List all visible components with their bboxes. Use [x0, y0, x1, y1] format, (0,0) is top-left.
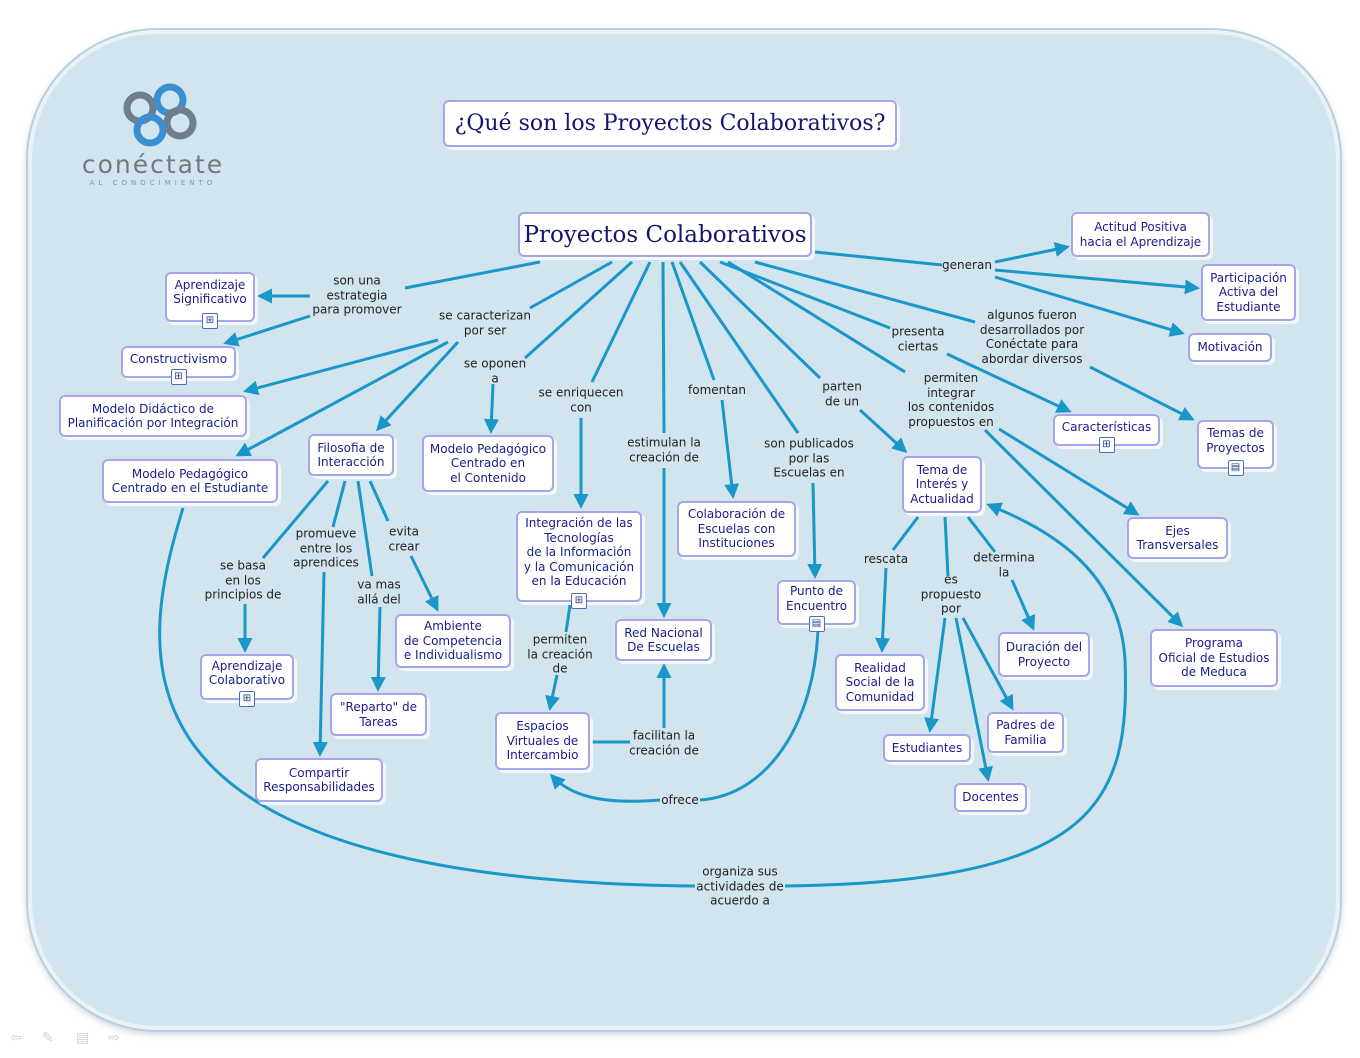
node-aprendizaje-significativo[interactable]: Aprendizaje Significativo⊞	[165, 272, 255, 329]
root-node[interactable]: Proyectos Colaborativos	[518, 212, 812, 257]
link-label: son una estrategia para promover	[312, 273, 402, 317]
back-icon[interactable]: ⇦	[10, 1030, 22, 1046]
link-label: facilitan la creación de	[629, 728, 699, 758]
node-ejes[interactable]: Ejes Transversales	[1127, 517, 1228, 559]
node-red-nacional[interactable]: Red Nacional De Escuelas	[615, 619, 712, 661]
node-caracteristicas[interactable]: Características⊞	[1053, 414, 1160, 453]
node-estudiantes[interactable]: Estudiantes	[883, 734, 971, 762]
link-label: es propuesto por	[920, 572, 982, 616]
logo-name: conéctate	[81, 150, 225, 179]
logo: conéctate AL CONOCIMIENTO	[78, 78, 228, 188]
link-label: fomentan	[688, 382, 746, 397]
concept-map-icon[interactable]: ⊞	[239, 691, 255, 707]
node-docentes[interactable]: Docentes	[954, 783, 1027, 812]
node-modelo-contenido[interactable]: Modelo Pedagógico Centrado en el Conteni…	[422, 435, 554, 492]
concept-map-icon[interactable]: ⊞	[1098, 437, 1115, 453]
logo-icon	[123, 83, 197, 147]
pen-icon[interactable]: ✎	[42, 1030, 54, 1046]
node-modelo-didactico[interactable]: Modelo Didáctico de Planificación por In…	[59, 395, 247, 437]
node-modelo-estudiante[interactable]: Modelo Pedagógico Centrado en el Estudia…	[102, 459, 278, 503]
concept-map-icon[interactable]: ⊞	[202, 313, 218, 329]
link-label: estimulan la creación de	[627, 435, 701, 465]
node-ambiente[interactable]: Ambiente de Competencia e Individualismo	[395, 614, 511, 668]
link-label: organiza sus actividades de acuerdo a	[696, 864, 784, 908]
node-actitud[interactable]: Actitud Positiva hacia el Aprendizaje	[1071, 212, 1210, 257]
node-padres[interactable]: Padres de Familia	[987, 712, 1064, 753]
node-reparto[interactable]: "Reparto" de Tareas	[330, 693, 427, 736]
node-espacios[interactable]: Espacios Virtuales de Intercambio	[495, 712, 590, 770]
node-motivacion[interactable]: Motivación	[1188, 333, 1272, 362]
concept-map-icon[interactable]: ⊞	[170, 369, 187, 385]
node-colaboracion[interactable]: Colaboración de Escuelas con Institucion…	[677, 501, 796, 557]
menu-icon[interactable]: ▤	[76, 1030, 90, 1046]
link-label: algunos fueron desarrollados por Conécta…	[979, 308, 1085, 366]
page-title: ¿Qué son los Proyectos Colaborativos?	[443, 100, 897, 147]
document-icon[interactable]: ▤	[1227, 460, 1244, 476]
node-programa[interactable]: Programa Oficial de Estudios de Meduca	[1150, 629, 1278, 687]
node-realidad[interactable]: Realidad Social de la Comunidad	[835, 654, 925, 711]
link-label: presenta ciertas	[891, 324, 945, 354]
node-temas-proyectos[interactable]: Temas de Proyectos▤	[1197, 420, 1274, 476]
link-label: se caracterizan por ser	[439, 308, 531, 338]
node-integracion[interactable]: Integración de las Tecnologías de la Inf…	[516, 511, 642, 609]
link-label: permiten integrar los contenidos propues…	[907, 371, 995, 429]
link-label: promueve entre los aprendices	[293, 526, 359, 570]
link-label: generan	[942, 257, 992, 272]
link-label: se basa en los principios de	[204, 558, 282, 602]
logo-tagline: AL CONOCIMIENTO	[89, 179, 217, 187]
document-icon[interactable]: ▤	[808, 616, 825, 632]
link-label: son publicados por las Escuelas en	[764, 436, 854, 480]
link-label: se oponen a	[463, 356, 527, 386]
link-label: permiten la creación de	[527, 632, 593, 676]
node-constructivismo[interactable]: Constructivismo⊞	[121, 346, 236, 385]
concept-map-icon[interactable]: ⊞	[571, 593, 587, 609]
forward-icon[interactable]: ⇨	[108, 1030, 120, 1046]
node-punto-encuentro[interactable]: Punto de Encuentro▤	[777, 580, 856, 632]
node-compartir[interactable]: Compartir Responsabilidades	[255, 758, 383, 802]
link-label: rescata	[863, 551, 909, 566]
link-label: ofrece	[661, 792, 699, 807]
link-label: evita crear	[388, 524, 420, 554]
node-aprendizaje-colaborativo[interactable]: Aprendizaje Colaborativo⊞	[200, 654, 294, 707]
link-label: va mas allá del	[357, 577, 401, 607]
node-duracion[interactable]: Duración del Proyecto	[998, 632, 1090, 677]
node-participacion[interactable]: Participación Activa del Estudiante	[1201, 264, 1296, 321]
node-tema-interes[interactable]: Tema de Interés y Actualidad	[902, 456, 982, 513]
node-filosofia[interactable]: Filosofia de Interacción	[308, 434, 394, 476]
link-label: determina la	[973, 550, 1035, 580]
link-label: parten de un	[822, 379, 862, 409]
link-label: se enriquecen con	[538, 385, 624, 415]
